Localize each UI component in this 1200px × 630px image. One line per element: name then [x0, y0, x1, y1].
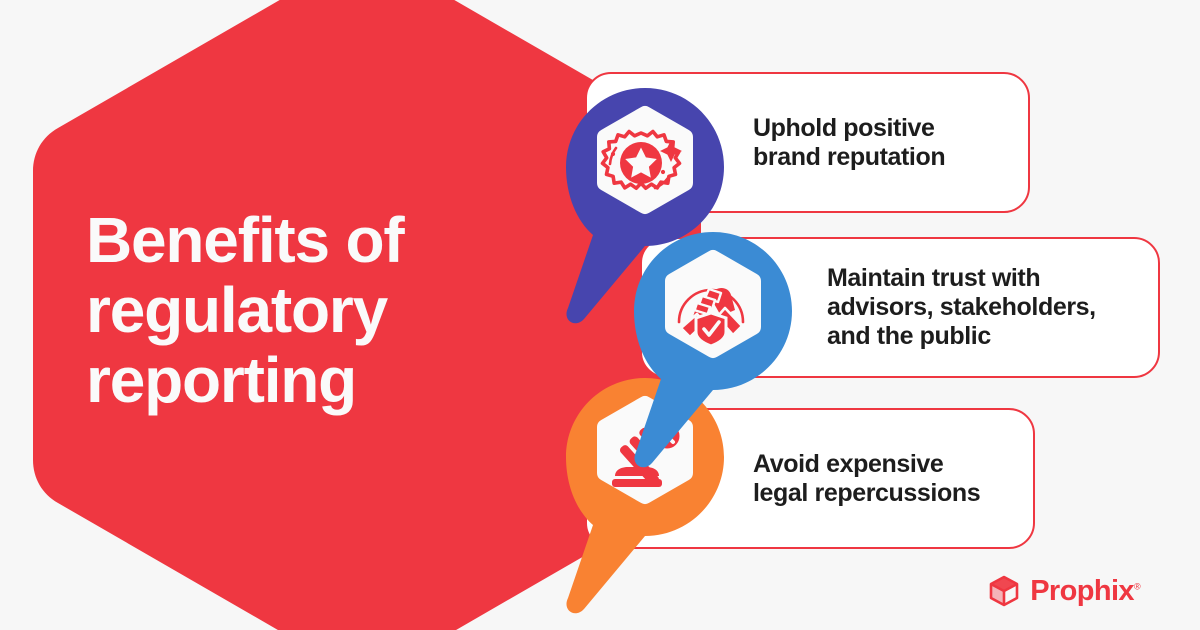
- prophix-wordmark: Prophix®: [1030, 575, 1140, 608]
- title-line-1: Benefits of: [86, 204, 405, 276]
- title-line-2: regulatory: [86, 274, 388, 346]
- benefit-card-3-text: Avoid expensive legal repercussions: [753, 449, 981, 507]
- prophix-logo[interactable]: Prophix®: [987, 574, 1141, 608]
- benefit-card-1-text: Uphold positive brand reputation: [753, 113, 946, 171]
- hexagon-backdrop: [33, 0, 701, 630]
- benefit-pin-1[interactable]: [566, 88, 724, 326]
- star-badge-icon: [597, 114, 693, 218]
- prophix-wordmark-text: Prophix: [1030, 574, 1134, 607]
- page-title: Benefits of regulatory reporting: [86, 205, 556, 415]
- benefit-pin-2[interactable]: [634, 232, 792, 470]
- benefit-pin-3[interactable]: [566, 378, 724, 616]
- title-line-3: reporting: [86, 344, 357, 416]
- cube-icon: [987, 574, 1021, 608]
- registered-mark: ®: [1133, 580, 1141, 591]
- handshake-shield-icon: [665, 258, 761, 362]
- benefit-card-2-text: Maintain trust with advisors, stakeholde…: [827, 264, 1096, 350]
